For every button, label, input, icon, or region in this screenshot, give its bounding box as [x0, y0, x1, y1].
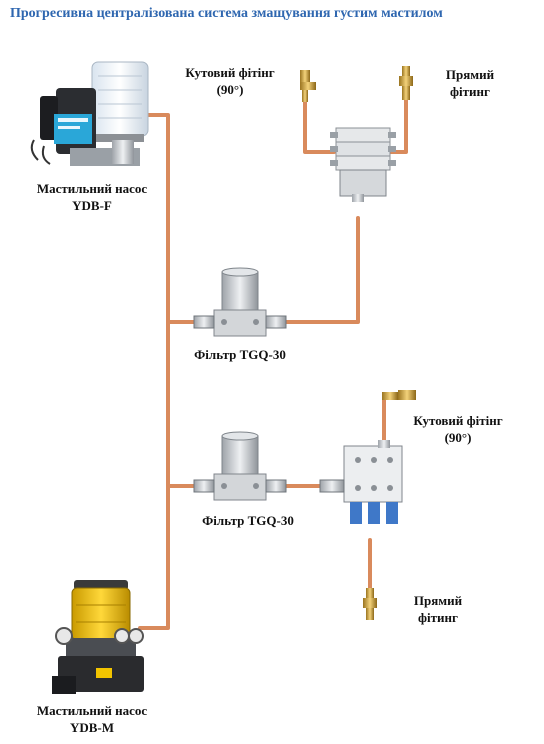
label-angle-fitting-top: Кутовий фітінг (90°)	[170, 64, 290, 98]
label-angle-fitting-bottom-line2: (90°)	[398, 429, 518, 446]
divider-block-bottom	[320, 440, 402, 524]
label-angle-fitting-bottom-line1: Кутовий фітінг	[398, 412, 518, 429]
pipe-top-left-outlet	[305, 102, 334, 152]
label-pump-ydb-m-line2: YDB-M	[22, 719, 162, 736]
straight-fitting-top	[399, 66, 413, 100]
angle-fitting-bottom	[382, 390, 416, 400]
label-pump-ydb-f: Мастильний насос YDB-F	[22, 180, 162, 214]
pipe-top-right-outlet	[390, 100, 406, 152]
label-pump-ydb-m-line1: Мастильний насос	[22, 702, 162, 719]
label-straight-fitting-bottom: Прямий фітинг	[398, 592, 478, 626]
label-filter-bottom: Фільтр TGQ-30	[188, 512, 308, 529]
label-pump-ydb-m: Мастильний насос YDB-M	[22, 702, 162, 736]
angle-fitting-top	[300, 70, 316, 102]
label-straight-fitting-bottom-line2: фітинг	[398, 609, 478, 626]
pump-ydb-m	[52, 580, 144, 694]
filter-tgq-30-bottom	[194, 432, 286, 500]
label-angle-fitting-top-line2: (90°)	[170, 81, 290, 98]
label-straight-fitting-top: Прямий фітинг	[430, 66, 510, 100]
filter-tgq-30-top	[194, 268, 286, 336]
label-straight-fitting-bottom-line1: Прямий	[398, 592, 478, 609]
label-angle-fitting-top-line1: Кутовий фітінг	[170, 64, 290, 81]
pump-ydb-f	[32, 62, 148, 166]
label-filter-top-text: Фільтр TGQ-30	[180, 346, 300, 363]
pipe-top-filter-to-block	[284, 218, 358, 322]
divider-block-top	[330, 128, 396, 202]
label-filter-bottom-text: Фільтр TGQ-30	[188, 512, 308, 529]
label-pump-ydb-f-line1: Мастильний насос	[22, 180, 162, 197]
label-straight-fitting-top-line2: фітинг	[430, 83, 510, 100]
straight-fitting-bottom	[363, 588, 377, 620]
label-straight-fitting-top-line1: Прямий	[430, 66, 510, 83]
label-filter-top: Фільтр TGQ-30	[180, 346, 300, 363]
label-angle-fitting-bottom: Кутовий фітінг (90°)	[398, 412, 518, 446]
label-pump-ydb-f-line2: YDB-F	[22, 197, 162, 214]
